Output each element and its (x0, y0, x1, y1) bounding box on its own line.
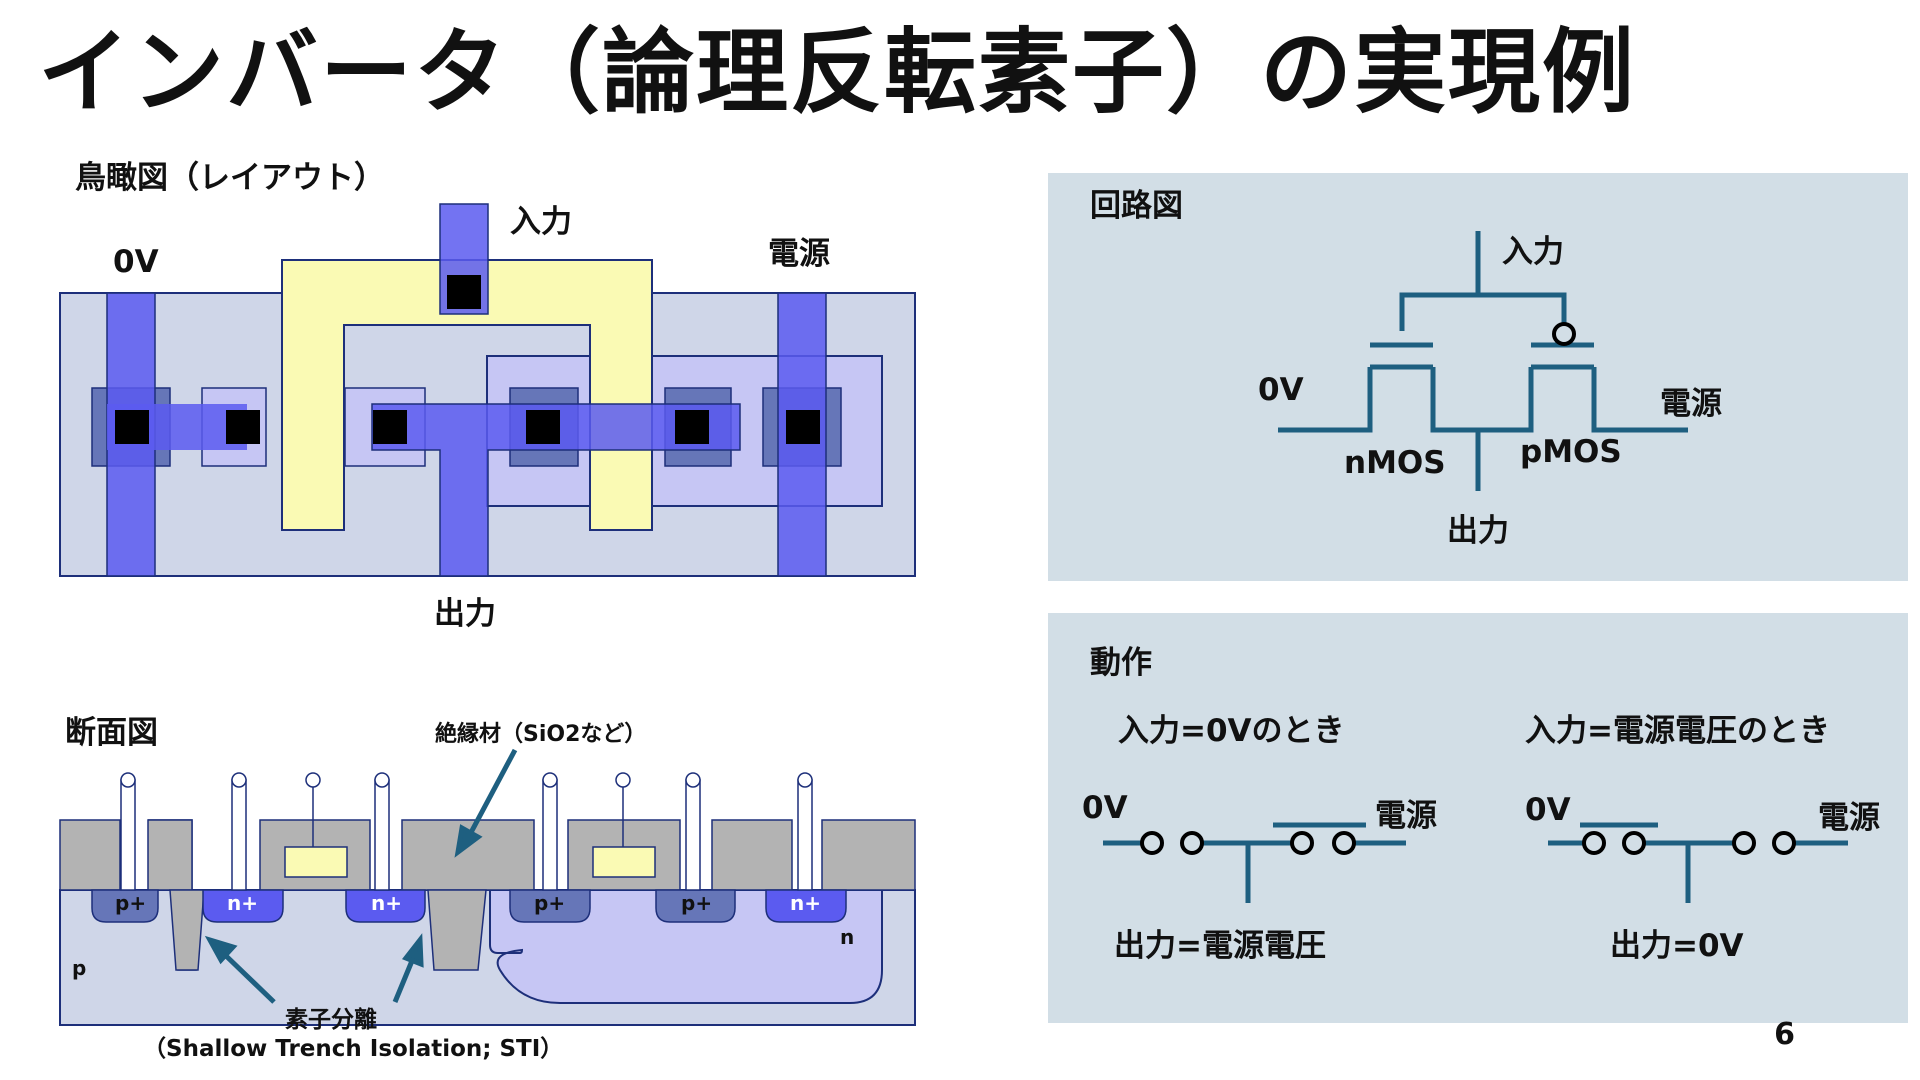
case1-result: 出力=電源電圧 (1114, 928, 1326, 964)
contact (115, 410, 149, 444)
doped-p-plus (509, 889, 591, 923)
contact (526, 410, 560, 444)
terminal-pins (120, 772, 813, 891)
operation-panel (1048, 613, 1908, 1023)
layout-output-label: 出力 (434, 596, 496, 632)
contact (786, 410, 820, 444)
case1-title: 入力=0Vのとき (1118, 713, 1345, 749)
layout-heading: 鳥瞰図（レイアウト） (75, 160, 385, 196)
circuit-input-label: 入力 (1502, 234, 1564, 270)
contact (226, 410, 260, 444)
doped-n-plus (765, 889, 847, 923)
doping-label: n+ (371, 891, 402, 915)
doping-label: p+ (681, 891, 713, 915)
oxide-block (147, 819, 193, 891)
sti-full-label: （Shallow Trench Isolation; STI） (143, 1036, 564, 1062)
sti-trench-shape-left (169, 889, 205, 971)
oxide-block (59, 819, 121, 891)
cross-section-heading: 断面図 (65, 715, 158, 751)
circuit-diagram (1278, 231, 1688, 491)
metal-output (371, 403, 741, 577)
oxide-block (711, 819, 793, 891)
contact (447, 275, 481, 309)
page-number: 6 (1774, 1017, 1795, 1052)
operation-heading: 動作 (1090, 645, 1152, 681)
operation-switches (1103, 822, 1848, 903)
page-title: インバータ（論理反転素子）の実現例 (38, 19, 1637, 126)
circuit-0v-label: 0V (1258, 372, 1304, 408)
circuit-power-label: 電源 (1660, 386, 1722, 422)
doping-label: n+ (227, 891, 258, 915)
case2-result: 出力=0V (1610, 928, 1744, 964)
layout-0v-label: 0V (113, 244, 159, 280)
contact (675, 410, 709, 444)
case1-left-label: 0V (1082, 790, 1128, 826)
circuit-pmos-label: pMOS (1520, 434, 1622, 470)
doping-label: p+ (115, 891, 147, 915)
insulator-label: 絶縁材（SiO2など） (435, 722, 647, 747)
layout-power-label: 電源 (768, 236, 830, 272)
nwell-label: n (840, 925, 855, 949)
circuit-nmos-label: nMOS (1344, 445, 1446, 481)
oxide-block (821, 819, 916, 891)
doped-n-plus (345, 889, 426, 923)
cross-section-diagram (59, 748, 916, 1026)
layout-diagram (59, 203, 916, 577)
doped-p-plus (91, 889, 159, 923)
case2-title: 入力=電源電圧のとき (1525, 713, 1830, 749)
case1-right-label: 電源 (1375, 798, 1437, 834)
contact (373, 410, 407, 444)
doped-p-plus (655, 889, 736, 923)
pmos-gate-bubble (1552, 322, 1576, 346)
gate-poly (592, 846, 656, 878)
annotation-arrows (204, 748, 518, 1004)
case2-right-label: 電源 (1818, 800, 1880, 836)
circuit-heading: 回路図 (1090, 188, 1183, 224)
doped-n-plus (202, 889, 284, 923)
sti-trench-shape-right (427, 889, 487, 971)
case2-left-label: 0V (1525, 792, 1571, 828)
sti-label: 素子分離 (285, 1007, 377, 1033)
substrate-label: p (72, 956, 87, 980)
doping-label: n+ (790, 891, 821, 915)
gate-poly (284, 846, 348, 878)
circuit-output-label: 出力 (1447, 513, 1509, 549)
layout-input-label: 入力 (510, 204, 572, 240)
doping-label: p+ (534, 891, 566, 915)
